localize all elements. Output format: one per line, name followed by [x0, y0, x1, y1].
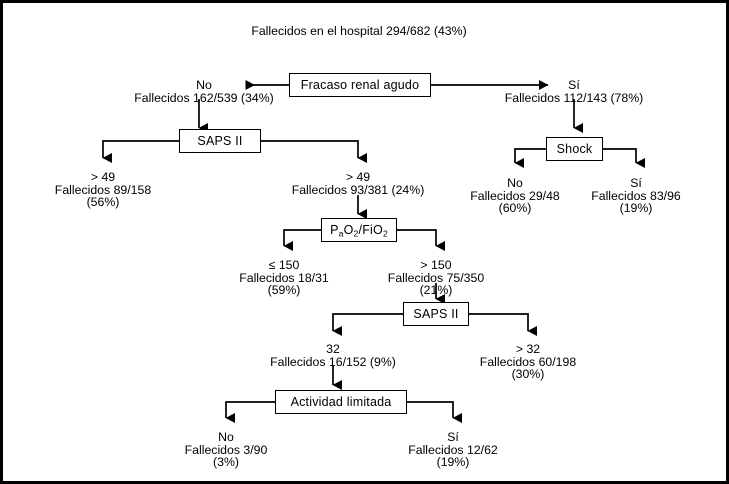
label-saps1-right-line2: Fallecidos 93/381 (24%) — [291, 182, 425, 197]
label-actividad-no-line2: Fallecidos 3/90 — [184, 442, 268, 457]
pafi-p: P — [330, 222, 339, 237]
label-saps1-right-line1: > 49 — [345, 170, 371, 184]
node-saps-ii-first-label: SAPS II — [197, 133, 243, 148]
node-saps-ii-first[interactable]: SAPS II — [179, 129, 261, 153]
label-pafi-low-line3: (59%) — [267, 283, 301, 298]
node-fracaso-renal-agudo-label: Fracaso renal agudo — [300, 77, 420, 92]
label-shock-no-line3: (60%) — [498, 201, 532, 216]
label-actividad-si-line2: Fallecidos 12/62 — [408, 442, 498, 457]
node-fracaso-renal-agudo[interactable]: Fracaso renal agudo — [289, 73, 431, 97]
label-saps1-left: > 49 Fallecidos 89/158 (56%) — [55, 171, 151, 209]
decision-tree-canvas: Fallecidos en el hospital 294/682 (43%) … — [3, 3, 726, 481]
label-shock-no-line1: No — [507, 176, 523, 190]
label-saps2-right-line3: (30%) — [511, 367, 545, 382]
label-saps1-right: > 49 Fallecidos 93/381 (24%) — [292, 171, 425, 196]
label-actividad-no: No Fallecidos 3/90 (3%) — [185, 431, 268, 469]
label-pafi-low: ≤ 150 Fallecidos 18/31 (59%) — [239, 259, 329, 297]
node-actividad-limitada-label: Actividad limitada — [290, 394, 392, 409]
label-shock-no: No Fallecidos 29/48 (60%) — [470, 177, 560, 215]
root-outcome-line3: (43%) — [433, 24, 467, 38]
node-shock[interactable]: Shock — [546, 137, 603, 161]
label-shock-si-line1: Sí — [630, 176, 642, 190]
label-saps1-left-line2: Fallecidos 89/158 — [54, 182, 152, 197]
label-fracaso-no: No Fallecidos 162/539 (34%) — [134, 79, 273, 104]
label-actividad-no-line3: (3%) — [213, 455, 239, 470]
root-outcome-label: Fallecidos en el hospital 294/682 (43%) — [251, 24, 467, 38]
label-pafi-high-line3: (21%) — [419, 283, 453, 298]
node-saps-ii-second-label: SAPS II — [413, 306, 459, 321]
label-saps2-left-line1: 32 — [326, 342, 340, 356]
label-actividad-no-line1: No — [218, 430, 234, 444]
label-fracaso-si-line2: Fallecidos 112/143 (78%) — [504, 90, 644, 105]
label-saps2-right-line2: Fallecidos 60/198 — [479, 354, 577, 369]
label-pafi-high: > 150 Fallecidos 75/350 (21%) — [388, 259, 484, 297]
label-fracaso-no-line2: Fallecidos 162/539 (34%) — [134, 90, 274, 105]
label-pafi-low-line1: ≤ 150 — [268, 258, 300, 272]
label-saps2-left: 32 Fallecidos 16/152 (9%) — [270, 343, 396, 368]
root-outcome-line1: Fallecidos en el hospital — [251, 24, 383, 38]
label-fracaso-no-line1: No — [196, 78, 212, 92]
label-actividad-si-line3: (19%) — [436, 455, 470, 470]
pafi-a: a — [338, 228, 344, 239]
label-saps1-left-line3: (56%) — [86, 195, 120, 210]
label-saps2-right-line1: > 32 — [515, 342, 541, 356]
pafi-slash: /FiO — [358, 222, 383, 237]
pafi-o: O — [343, 222, 354, 237]
label-shock-no-line2: Fallecidos 29/48 — [470, 188, 560, 203]
label-pafi-high-line2: Fallecidos 75/350 — [387, 270, 485, 285]
label-pafi-low-line2: Fallecidos 18/31 — [239, 270, 329, 285]
pafi-2a: 2 — [353, 228, 359, 239]
pafi-2b: 2 — [382, 228, 388, 239]
node-saps-ii-second[interactable]: SAPS II — [403, 302, 469, 326]
node-actividad-limitada[interactable]: Actividad limitada — [275, 390, 407, 414]
label-shock-si-line2: Fallecidos 83/96 — [591, 188, 681, 203]
label-actividad-si: Sí Fallecidos 12/62 (19%) — [408, 431, 498, 469]
label-pafi-high-line1: > 150 — [420, 258, 452, 272]
root-outcome-line2: 294/682 — [385, 24, 431, 38]
label-saps2-left-line2: Fallecidos 16/152 (9%) — [270, 354, 396, 369]
node-pao2-fio2-label: PaO2/FiO2 — [330, 222, 388, 239]
label-shock-si-line3: (19%) — [619, 201, 653, 216]
label-fracaso-si: Sí Fallecidos 112/143 (78%) — [505, 79, 644, 104]
label-fracaso-si-line1: Sí — [568, 78, 580, 92]
label-actividad-si-line1: Sí — [447, 430, 459, 444]
node-pao2-fio2[interactable]: PaO2/FiO2 — [321, 218, 397, 242]
node-shock-label: Shock — [556, 141, 593, 156]
label-shock-si: Sí Fallecidos 83/96 (19%) — [591, 177, 681, 215]
label-saps2-right: > 32 Fallecidos 60/198 (30%) — [480, 343, 576, 381]
label-saps1-left-line1: > 49 — [90, 170, 116, 184]
